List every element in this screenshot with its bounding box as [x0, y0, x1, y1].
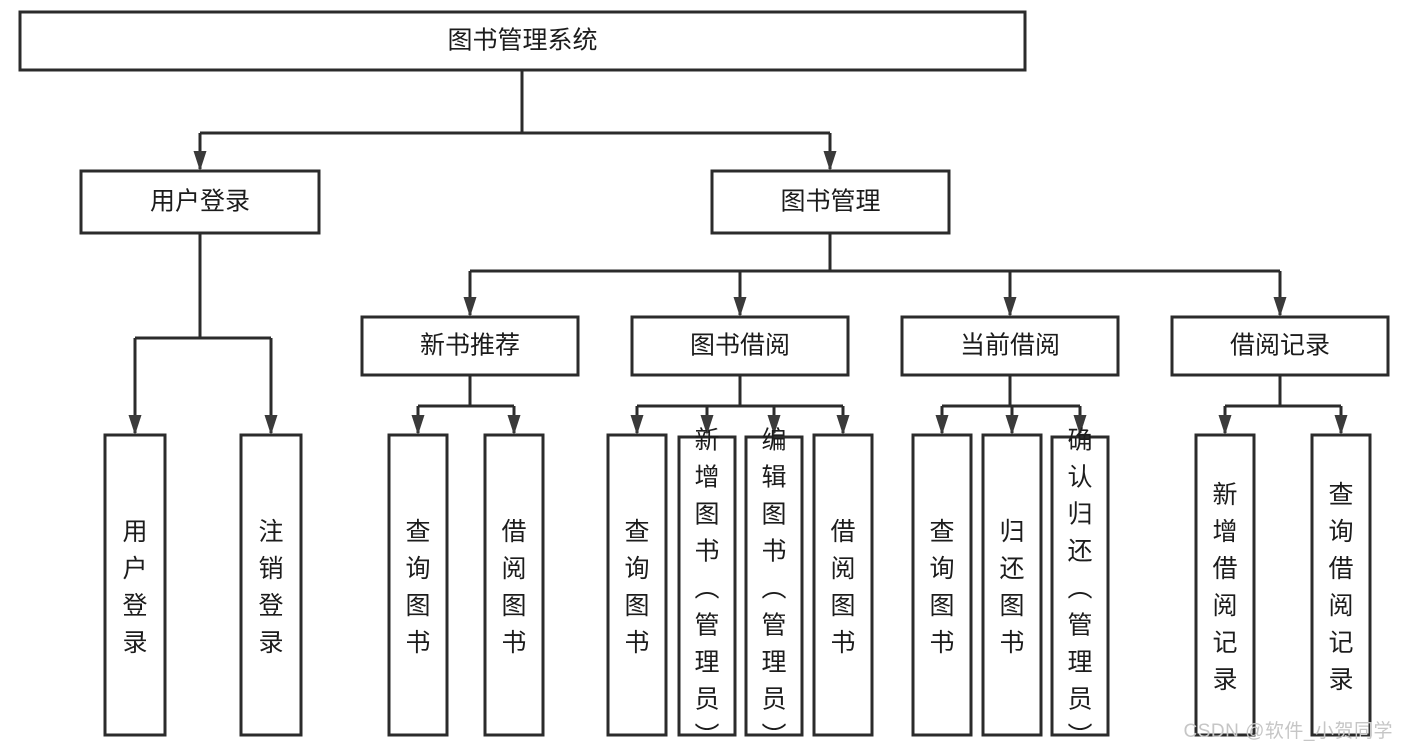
node-box-current-borrow — [900, 315, 1120, 377]
node-label-user-login: 用户登录 — [150, 188, 250, 216]
arrow-head-icon — [128, 415, 142, 435]
node-box-leaf-borrow-book-recommend — [483, 433, 545, 737]
arrow-head-icon — [836, 415, 850, 435]
nodes-layer: 图书管理系统用户登录图书管理新书推荐图书借阅当前借阅借阅记录用户登录注销登录查询… — [18, 10, 1390, 747]
node-label-leaf-confirm-return: 确认归还︵管理员︶ — [1067, 426, 1092, 747]
node-label-leaf-query-book-current: 查询图书 — [929, 518, 954, 657]
node-box-leaf-return-book — [981, 433, 1043, 737]
node-box-book-borrow — [630, 315, 850, 377]
node-leaf-return-book[interactable]: 归还图书 — [981, 433, 1043, 737]
connector-book-borrow-to-leaves — [630, 375, 850, 435]
node-box-root — [18, 10, 1027, 72]
node-box-leaf-query-book-recommend — [387, 433, 449, 737]
node-box-user-login — [79, 169, 321, 235]
node-leaf-user-logout[interactable]: 注销登录 — [239, 433, 303, 737]
node-leaf-query-borrow-record[interactable]: 查询借阅记录 — [1310, 433, 1372, 737]
node-box-leaf-add-borrow-record — [1194, 433, 1256, 737]
node-label-leaf-return-book: 归还图书 — [999, 518, 1024, 657]
arrow-head-icon — [1005, 415, 1019, 435]
node-root[interactable]: 图书管理系统 — [18, 10, 1027, 72]
arrow-head-icon — [1273, 297, 1287, 317]
csdn-watermark: CSDN @软件_小贺同学 — [1183, 721, 1393, 742]
arrow-head-icon — [767, 415, 781, 435]
node-box-leaf-query-book-current — [911, 433, 973, 737]
node-new-book-recommend[interactable]: 新书推荐 — [360, 315, 580, 377]
arrow-head-icon — [630, 415, 644, 435]
node-leaf-query-book-recommend[interactable]: 查询图书 — [387, 433, 449, 737]
node-label-borrow-record: 借阅记录 — [1230, 332, 1330, 360]
node-label-leaf-borrow-book-recommend: 借阅图书 — [501, 518, 526, 657]
node-box-leaf-user-logout — [239, 433, 303, 737]
node-leaf-query-book-current[interactable]: 查询图书 — [911, 433, 973, 737]
arrow-head-icon — [823, 151, 837, 171]
node-borrow-record[interactable]: 借阅记录 — [1170, 315, 1390, 377]
arrow-head-icon — [1334, 415, 1348, 435]
node-box-borrow-record — [1170, 315, 1390, 377]
arrow-head-icon — [264, 415, 278, 435]
node-label-leaf-add-borrow-record: 新增借阅记录 — [1212, 481, 1237, 694]
node-label-book-management: 图书管理 — [780, 188, 880, 216]
node-label-current-borrow: 当前借阅 — [960, 332, 1060, 360]
connector-book-management-to-level3 — [463, 233, 1287, 317]
connector-root-to-level2 — [193, 70, 837, 171]
node-box-leaf-edit-book — [744, 435, 804, 737]
node-label-new-book-recommend: 新书推荐 — [420, 332, 520, 360]
node-leaf-borrow-book[interactable]: 借阅图书 — [812, 433, 874, 737]
arrow-head-icon — [935, 415, 949, 435]
node-book-borrow[interactable]: 图书借阅 — [630, 315, 850, 377]
arrow-head-icon — [1218, 415, 1232, 435]
arrow-head-icon — [463, 297, 477, 317]
node-label-leaf-user-logout: 注销登录 — [258, 518, 283, 657]
node-box-leaf-user-login — [103, 433, 167, 737]
node-leaf-confirm-return[interactable]: 确认归还︵管理员︶ — [1050, 426, 1110, 747]
arrow-head-icon — [1073, 415, 1087, 435]
node-book-management[interactable]: 图书管理 — [710, 169, 951, 235]
node-box-book-management — [710, 169, 951, 235]
connectors-layer — [128, 70, 1348, 435]
node-current-borrow[interactable]: 当前借阅 — [900, 315, 1120, 377]
connector-user-login-to-leaves — [128, 233, 278, 435]
node-box-leaf-confirm-return — [1050, 435, 1110, 737]
arrow-head-icon — [507, 415, 521, 435]
node-label-leaf-query-borrow-record: 查询借阅记录 — [1328, 481, 1353, 694]
node-user-login[interactable]: 用户登录 — [79, 169, 321, 235]
node-label-leaf-add-book: 新增图书︵管理员︶ — [694, 426, 719, 747]
node-box-leaf-query-book-borrow — [606, 433, 668, 737]
node-leaf-query-book-borrow[interactable]: 查询图书 — [606, 433, 668, 737]
arrow-head-icon — [1003, 297, 1017, 317]
node-leaf-add-borrow-record[interactable]: 新增借阅记录 — [1194, 433, 1256, 737]
node-leaf-add-book[interactable]: 新增图书︵管理员︶ — [677, 426, 737, 747]
node-label-root: 图书管理系统 — [447, 27, 597, 55]
connector-borrow-record-to-leaves — [1218, 375, 1348, 435]
connector-new-book-recommend-to-leaves — [411, 375, 521, 435]
arrow-head-icon — [733, 297, 747, 317]
node-leaf-borrow-book-recommend[interactable]: 借阅图书 — [483, 433, 545, 737]
node-box-leaf-add-book — [677, 435, 737, 737]
node-box-new-book-recommend — [360, 315, 580, 377]
arrow-head-icon — [193, 151, 207, 171]
arrow-head-icon — [700, 415, 714, 435]
node-label-leaf-borrow-book: 借阅图书 — [830, 518, 855, 657]
node-label-leaf-edit-book: 编辑图书︵管理员︶ — [761, 426, 786, 747]
node-label-book-borrow: 图书借阅 — [690, 332, 790, 360]
connector-current-borrow-to-leaves — [935, 375, 1087, 435]
node-label-leaf-user-login: 用户登录 — [122, 518, 147, 657]
node-box-leaf-borrow-book — [812, 433, 874, 737]
node-leaf-user-login[interactable]: 用户登录 — [103, 433, 167, 737]
arrow-head-icon — [411, 415, 425, 435]
node-box-leaf-query-borrow-record — [1310, 433, 1372, 737]
node-label-leaf-query-book-recommend: 查询图书 — [405, 518, 430, 657]
node-label-leaf-query-book-borrow: 查询图书 — [624, 518, 649, 657]
node-leaf-edit-book[interactable]: 编辑图书︵管理员︶ — [744, 426, 804, 747]
